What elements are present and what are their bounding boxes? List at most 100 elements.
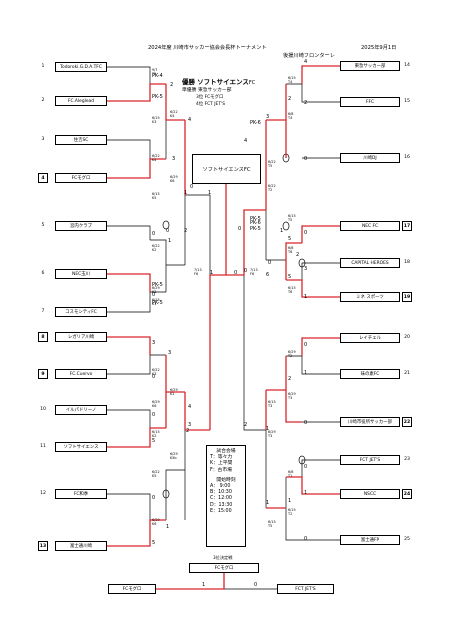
match-score: 3 [188,422,192,428]
team-number: 2 [41,98,45,103]
tournament-title: 2024年度 川崎市サッカー協会会長杯トーナメント [148,45,267,51]
match-score: 4 [304,59,308,65]
match-score: 5 [288,236,292,242]
match-score: 0 [238,226,242,232]
match-score: 2 [186,428,190,434]
bracket-line [185,194,211,275]
match-score: 1 [266,500,270,506]
match-score: 2 [288,376,292,382]
winning-path-line [165,355,185,393]
match-note: 6/29 K6 [170,175,178,183]
team-name: NEC玉川 [55,269,107,279]
team-name: 宮内クラブ [55,221,107,231]
winning-path-line [285,242,302,280]
team-name: 東急サッカー部 [340,61,400,71]
team-number: 19 [402,292,412,302]
venue-k: K：上平間 [210,461,233,467]
match-score: 1 [166,524,170,530]
third-place-winner-box: FCモグロ [189,563,259,573]
bracket-line [107,225,151,240]
tournament-date: 2025年9月1日 [361,45,397,51]
team-name: CAPITAL HEROES [340,258,400,268]
runner-up-line: 準優勝 東急サッカー部 [182,86,232,93]
match-score: 4 [188,117,192,123]
match-score: PK-4 [152,73,163,79]
winning-path-line [107,273,151,292]
venue-title: 試合会場 [216,449,236,454]
match-note: 9/7 T5 [152,68,158,76]
winner-name: ソフトサイエンス [197,78,249,86]
match-score: 2 [170,82,174,88]
third-label: 3位 [196,95,204,100]
match-note: 6/29 K6 [152,518,160,526]
bracket-line [107,409,151,428]
champion-box: ソフトサイエンスFC [192,154,261,184]
bracket-line [301,262,340,280]
fourth-name: FCT JET'S [204,102,226,107]
match-note: 6/15 K2 [152,430,160,438]
team-number: 7 [41,309,45,314]
match-score: 5 [288,274,292,280]
match-note: 6/8 T1 [288,470,294,478]
team-number: 10 [40,407,46,412]
bracket-line [107,139,151,159]
match-score: 0 [152,231,156,237]
team-name: Todoroki.G.D.A.TFC [55,62,107,72]
time-a: A： 9:00 [210,484,231,490]
third-place-left-team: FCモグロ [108,584,156,594]
winning-path-line [285,356,302,423]
match-score: 1 [168,238,172,244]
match-score: 1 [304,370,308,376]
bracket-line [107,354,166,375]
time-d: D：13:30 [210,502,233,508]
fourth-label: 4位 [196,102,204,107]
bracket-line [107,66,151,84]
match-score: 0 [190,184,194,190]
team-name: イルパドリーノ [55,405,107,415]
match-score: 3 [152,340,156,346]
winning-path-line [107,519,166,547]
match-score: 1 [304,294,308,300]
team-name: NSCC [340,489,400,499]
winning-path-line [210,184,227,276]
match-score: 2 [304,100,308,106]
team-name: コスモシティFC [55,307,107,317]
team-number: 22 [402,417,412,427]
match-note: 6/29 K3 [152,286,160,294]
team-number: 8 [38,332,48,342]
time-b: B：10:30 [210,490,232,496]
third-name: FCモグロ [204,95,224,100]
bracket-line [107,493,151,520]
match-score: 3 [304,266,308,272]
winning-path-line [165,84,185,121]
team-name: ミネ スポーツ [340,292,400,302]
match-score: PK-5 [152,300,163,306]
time-title: 開始時刻 [216,477,236,483]
venue-f: F：古市場 [210,467,232,473]
match-note: 6/29 K6 [152,400,160,408]
match-score: 1 [266,426,270,432]
team-name: レイチェル [340,333,400,343]
team-number: 6 [41,271,45,276]
match-score: 4 [188,404,192,410]
fourth-line: 4位 FCT JET'S [196,101,225,107]
match-score: 2 [296,252,300,258]
match-score: 0 [304,230,308,236]
team-number: 25 [404,537,410,542]
match-score: PK-5 [152,94,163,100]
team-number: 11 [40,444,46,449]
team-name: FC.Cuervo [55,369,107,379]
match-note: 6/22 K4 [170,110,178,118]
match-note: 6/22 T2 [268,184,276,192]
team-name: FC和季 [55,489,107,499]
match-score: 0 [268,260,272,266]
match-note: 6/15 K3 [152,116,160,124]
team-number: 14 [404,63,410,68]
match-score: 0 [166,228,170,234]
team-number: 12 [40,491,46,496]
match-note: 6/15 T5 [288,214,296,222]
match-score: 1 [210,270,214,276]
match-score: 0 [152,412,156,418]
bracket-line [107,291,166,313]
